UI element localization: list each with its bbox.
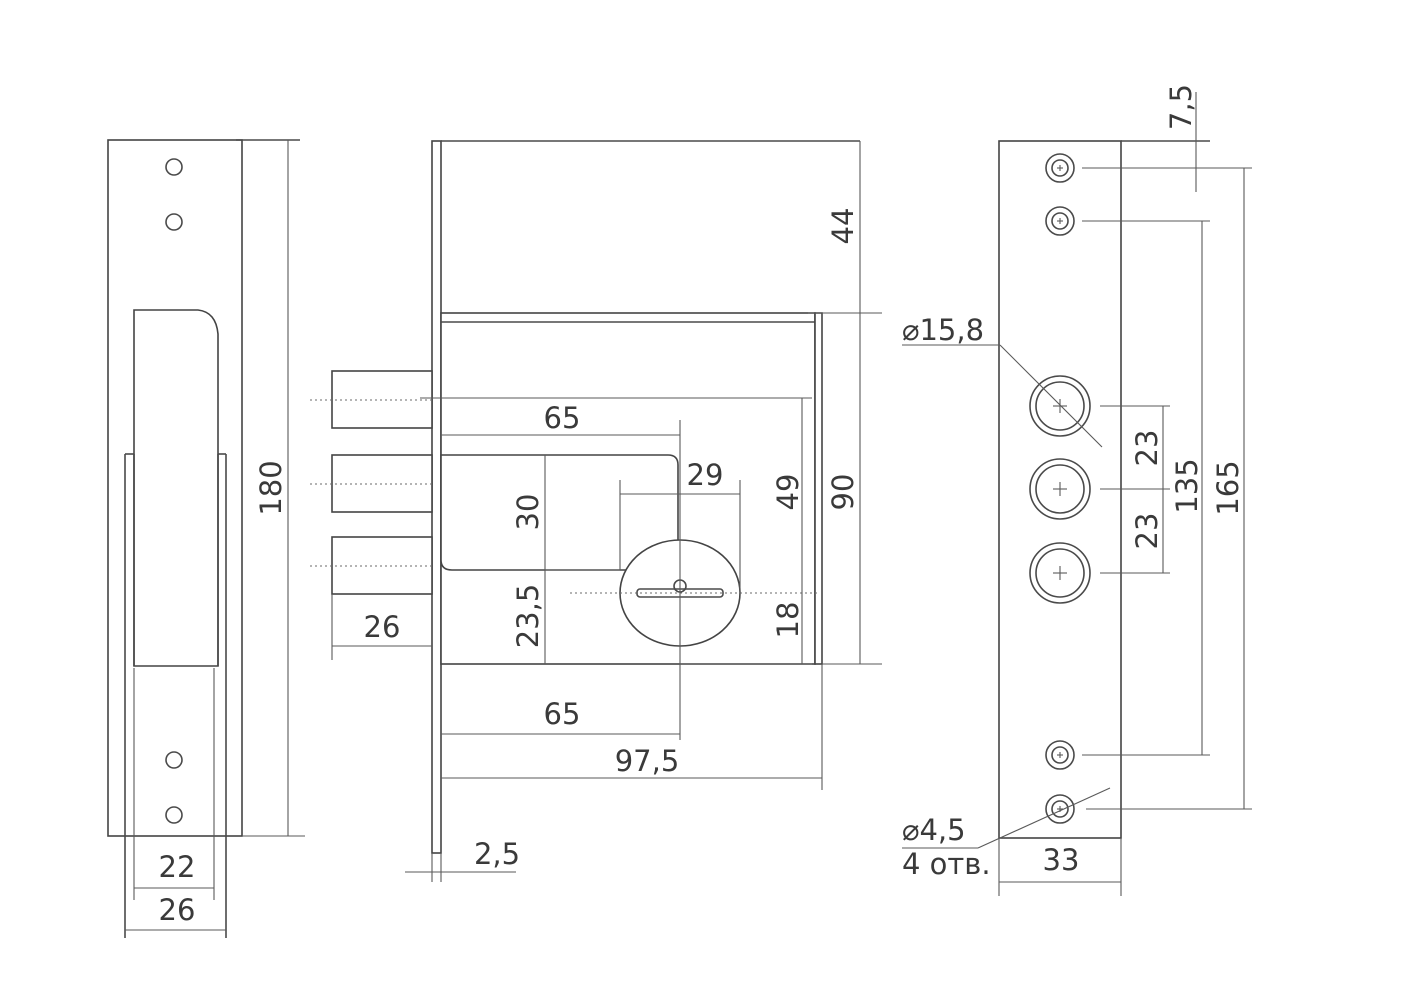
side-screw-hole [165,751,183,769]
lock-side-plate [814,312,823,665]
dim-90: 90 [826,474,860,511]
dim-23-5: 23,5 [511,584,545,649]
small-hole-icon [1045,740,1075,770]
small-hole-icon [1045,794,1075,824]
side-view: 180 22 26 [107,139,305,938]
dim-180: 180 [254,460,288,515]
dim-44: 44 [826,208,860,245]
dim-23-lower: 23 [1130,513,1164,550]
side-screw-hole [165,806,183,824]
dim-26-bolt: 26 [364,610,401,644]
dim-23-upper: 23 [1130,430,1164,467]
dim-65-bottom: 65 [544,697,581,731]
side-screw-hole [165,213,183,231]
dim-26-side: 26 [159,893,196,927]
dim-22: 22 [159,850,196,884]
small-hole-icon [1045,153,1075,183]
dim-97-5: 97,5 [615,744,680,778]
bolt-hole-icon [1029,458,1091,520]
dim-dia-4-5: ⌀4,5 [902,813,966,847]
dim-2-5: 2,5 [474,837,520,871]
dim-dia-15-8: ⌀15,8 [902,313,984,347]
dim-33: 33 [1043,843,1080,877]
bolt-hole-icon [1029,542,1091,604]
dim-18: 18 [771,602,805,639]
front-view: 44 90 49 18 65 29 30 23,5 26 65 97,5 [310,140,882,882]
front-faceplate [431,140,442,854]
dim-165: 165 [1211,460,1245,515]
bolt-hole-icon [1029,375,1091,437]
dim-7-5: 7,5 [1164,84,1198,130]
dim-29: 29 [687,458,724,492]
dim-65-top: 65 [544,401,581,435]
strike-plate-view: 7,5 165 135 23 23 ⌀15,8 ⌀4,5 4 отв. 33 [902,84,1252,896]
side-lock-body [133,309,219,667]
side-screw-hole [165,158,183,176]
hole-count-label: 4 отв. [902,847,991,881]
small-hole-icon [1045,206,1075,236]
dim-30: 30 [511,494,545,531]
dim-135: 135 [1170,458,1204,513]
dim-49: 49 [771,474,805,511]
